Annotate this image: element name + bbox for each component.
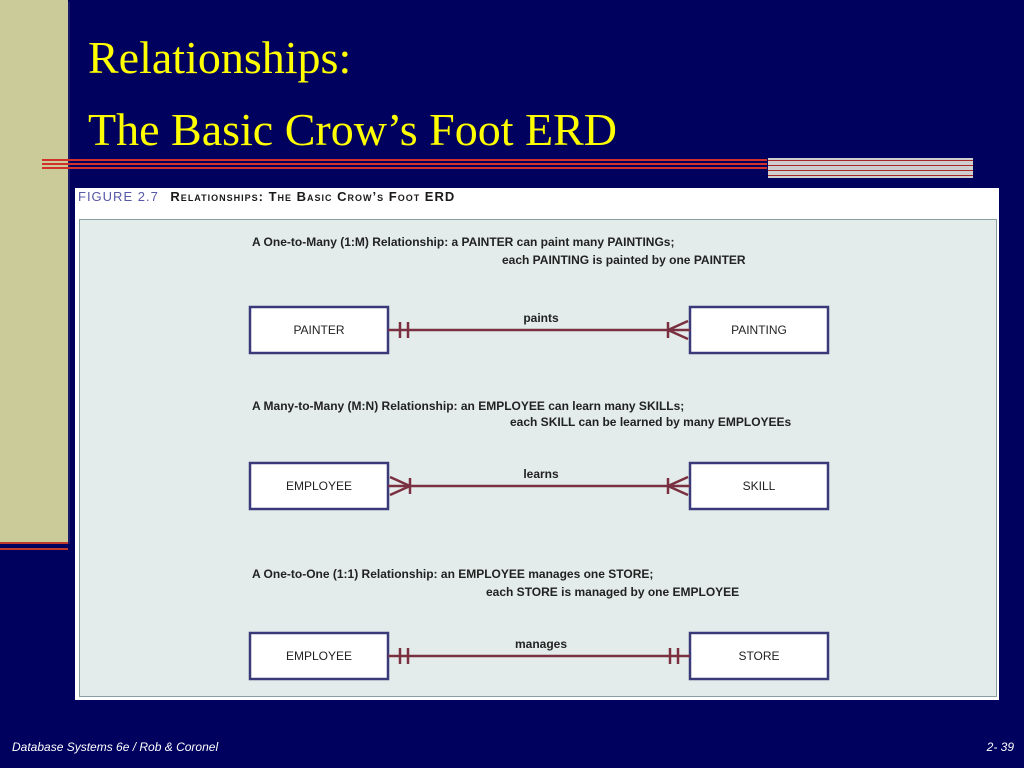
entity-label-left: EMPLOYEE	[286, 479, 352, 493]
entity-box-left	[248, 461, 390, 511]
relationship-caption-line1: A One-to-One (1:1) Relationship: an EMPL…	[252, 567, 653, 581]
relationship-verb: manages	[515, 637, 567, 651]
relationship-verb: learns	[523, 467, 559, 481]
relationship-caption-line2: each SKILL can be learned by many EMPLOY…	[510, 415, 792, 429]
slide-title-line2: The Basic Crow’s Foot ERD	[88, 104, 617, 155]
entity-label-left: PAINTER	[293, 323, 344, 337]
relationship-caption-line2: each PAINTING is painted by one PAINTER	[502, 253, 746, 267]
crows-foot-upper	[389, 475, 411, 488]
relationship-caption-line2: each STORE is managed by one EMPLOYEE	[486, 585, 739, 599]
entity-box-right	[688, 305, 830, 355]
entity-box-right	[688, 631, 830, 681]
erd-panel: A One-to-Many (1:M) Relationship: a PAIN…	[79, 219, 997, 697]
entity-label-right: STORE	[738, 649, 779, 663]
entity-label-right: PAINTING	[731, 323, 787, 337]
left-accent-band	[0, 0, 68, 542]
figure-number: FIGURE 2.7	[78, 189, 159, 204]
crows-foot-lower	[667, 328, 689, 341]
title-rule-box	[768, 158, 973, 178]
figure-caption: FIGURE 2.7 Relationships: The Basic Crow…	[78, 189, 455, 204]
left-accent-lines	[0, 542, 68, 550]
slide-number: 2- 39	[986, 740, 1014, 754]
entity-label-left: EMPLOYEE	[286, 649, 352, 663]
entity-box-left	[248, 305, 390, 355]
crows-foot-lower	[389, 484, 411, 497]
title-rule	[42, 159, 767, 171]
footer-citation: Database Systems 6e / Rob & Coronel	[12, 740, 219, 754]
slide-title-line1: Relationships:	[88, 32, 352, 83]
erd-diagram: A One-to-Many (1:M) Relationship: a PAIN…	[248, 235, 830, 681]
entity-label-right: SKILL	[743, 479, 776, 493]
figure: FIGURE 2.7 Relationships: The Basic Crow…	[75, 188, 999, 700]
crows-foot-lower	[667, 484, 689, 497]
relationship-caption-line1: A One-to-Many (1:M) Relationship: a PAIN…	[252, 235, 674, 249]
relationship-verb: paints	[523, 311, 559, 325]
relationship-caption-line1: A Many-to-Many (M:N) Relationship: an EM…	[252, 399, 684, 413]
figure-title: Relationships: The Basic Crow’s Foot ERD	[170, 189, 456, 204]
crows-foot-upper	[667, 319, 689, 332]
entity-box-left	[248, 631, 390, 681]
crows-foot-upper	[667, 475, 689, 488]
